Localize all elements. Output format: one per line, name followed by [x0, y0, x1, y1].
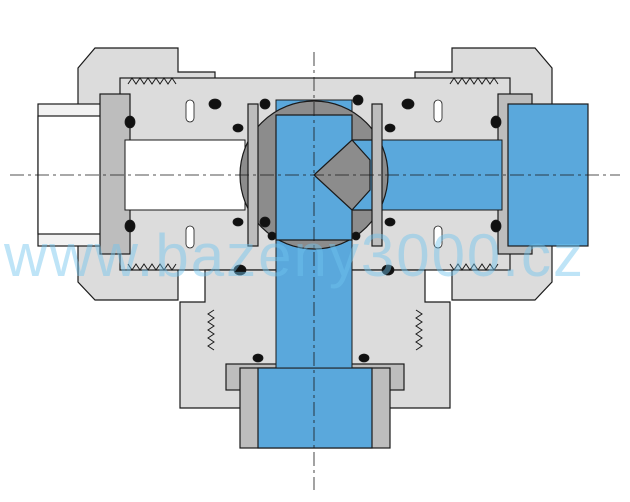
watermark-text: www.bazeny3000.cz — [3, 222, 585, 289]
o-ring-seals — [124, 94, 502, 363]
union-threads — [127, 77, 499, 351]
body-grooves — [185, 99, 443, 249]
bottom-pipe-socket — [225, 363, 405, 449]
axis-centerline — [10, 52, 620, 490]
